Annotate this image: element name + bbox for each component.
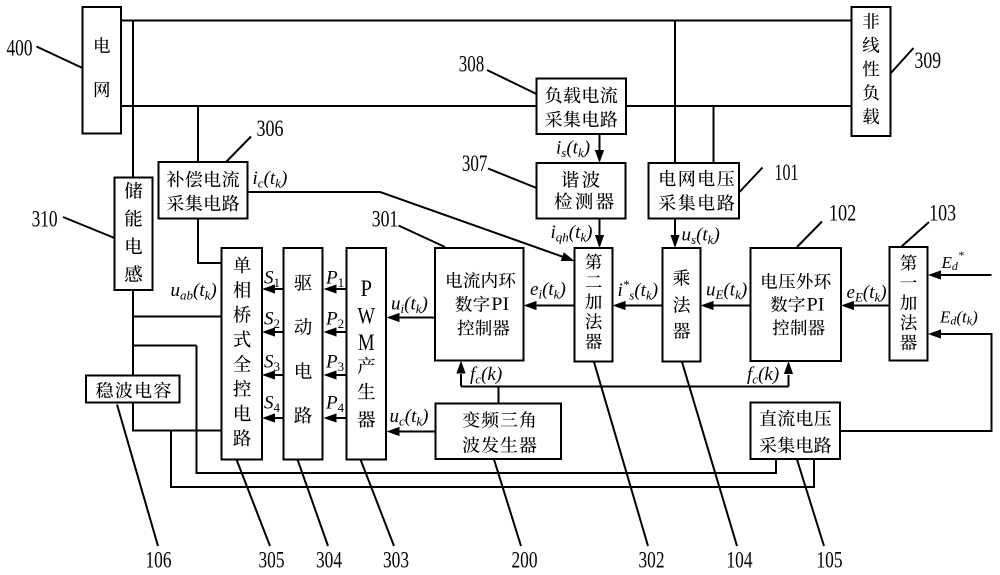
svg-text:400: 400 — [7, 36, 33, 62]
svg-text:P4: P4 — [325, 393, 345, 416]
svg-text:303: 303 — [383, 547, 409, 573]
svg-text:P3: P3 — [325, 352, 344, 375]
svg-text:101: 101 — [775, 160, 799, 186]
svg-text:308: 308 — [459, 52, 485, 78]
svg-text:PI: PI — [491, 294, 509, 315]
svg-text:S2: S2 — [264, 309, 280, 332]
svg-text:W: W — [358, 303, 376, 328]
svg-text:104: 104 — [727, 547, 753, 573]
svg-text:S1: S1 — [264, 268, 280, 291]
svg-text:103: 103 — [929, 201, 956, 227]
svg-text:ui(tk): ui(tk) — [391, 294, 428, 317]
svg-text:307: 307 — [462, 151, 488, 177]
svg-text:is(tk): is(tk) — [556, 138, 590, 161]
svg-text:304: 304 — [316, 547, 342, 573]
svg-text:Ed*: Ed* — [941, 248, 964, 273]
svg-text:Ed(tk): Ed(tk) — [939, 308, 978, 328]
svg-text:iqh(tk): iqh(tk) — [551, 222, 593, 245]
svg-text:uE(tk): uE(tk) — [706, 280, 747, 303]
svg-text:P: P — [361, 276, 373, 301]
svg-text:306: 306 — [257, 116, 284, 142]
svg-text:uab(tk): uab(tk) — [171, 280, 217, 303]
svg-text:PI: PI — [807, 295, 825, 316]
svg-text:fc(k): fc(k) — [470, 364, 502, 387]
svg-text:305: 305 — [259, 547, 285, 573]
svg-text:S4: S4 — [264, 393, 281, 416]
svg-text:P1: P1 — [325, 268, 344, 291]
svg-text:302: 302 — [639, 547, 665, 573]
svg-text:ic(tk): ic(tk) — [253, 168, 288, 191]
svg-text:309: 309 — [915, 48, 942, 74]
svg-text:uc(tk): uc(tk) — [390, 406, 429, 429]
svg-text:310: 310 — [32, 207, 58, 233]
svg-text:200: 200 — [512, 547, 538, 573]
svg-text:106: 106 — [146, 547, 172, 573]
svg-text:105: 105 — [817, 547, 843, 573]
svg-text:102: 102 — [829, 201, 857, 227]
svg-text:fc(k): fc(k) — [747, 364, 779, 387]
svg-text:301: 301 — [372, 207, 399, 233]
svg-text:i*s(tk): i*s(tk) — [618, 277, 659, 303]
svg-text:us(tk): us(tk) — [682, 225, 720, 248]
svg-text:M: M — [358, 330, 375, 355]
svg-text:eE(tk): eE(tk) — [847, 282, 887, 305]
svg-text:S3: S3 — [264, 352, 280, 375]
svg-text:P2: P2 — [325, 309, 344, 332]
svg-text:ei(tk): ei(tk) — [530, 279, 566, 302]
